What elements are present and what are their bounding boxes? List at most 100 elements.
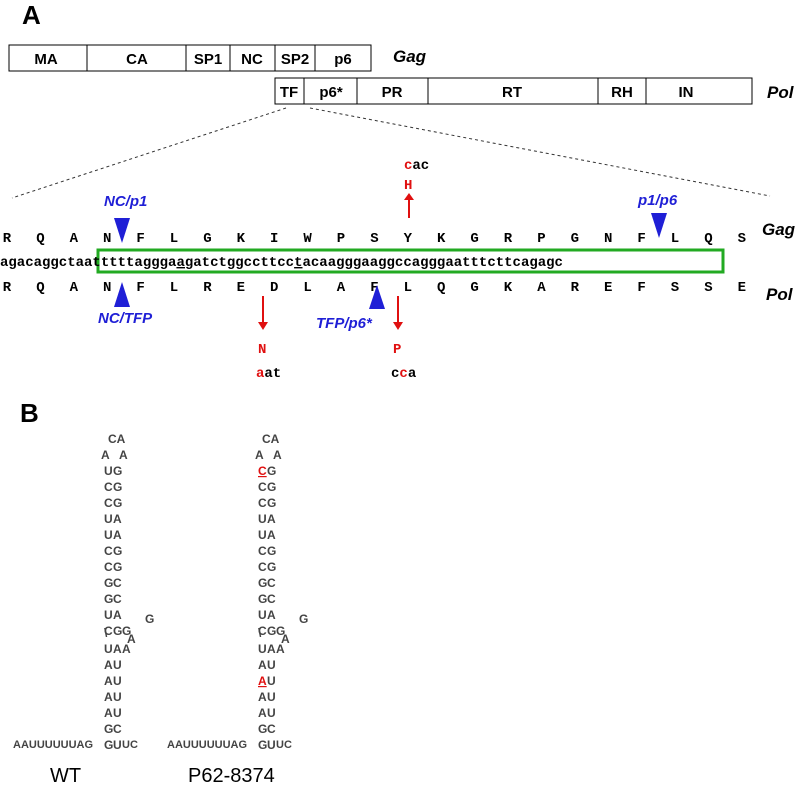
nc-p1-label: NC/p1 — [104, 193, 147, 210]
pol-aa-5: L — [170, 280, 178, 296]
bulge-a-1: A — [122, 642, 131, 656]
lower-right-4: U — [113, 706, 122, 720]
gag-aa-21: Q — [704, 231, 712, 247]
stem-left-6: C — [258, 560, 267, 574]
lower-left-0: U — [104, 642, 113, 656]
lower-left-5: G — [258, 722, 267, 736]
bulge-a-1: A — [276, 642, 285, 656]
bulge-a-2: A — [127, 632, 136, 646]
aa-n: N — [258, 342, 266, 358]
gag-aa-18: N — [604, 231, 612, 247]
loop-right: A — [119, 448, 128, 462]
lower-left-5: G — [104, 722, 113, 736]
pol-domain-pr: PR — [382, 84, 403, 101]
gag-aa-7: K — [237, 231, 246, 247]
stem-right-7: C — [267, 576, 276, 590]
nt-boxed-2-underlined: ag — [176, 255, 193, 271]
stem-left-5: C — [104, 544, 113, 558]
stem-left-9: U — [104, 608, 113, 622]
lower-right-2: U — [113, 674, 122, 688]
stem-left-4: U — [104, 528, 113, 542]
lower-left-4: A — [104, 706, 113, 720]
stem-right-0: G — [267, 464, 276, 478]
stem-right-3: A — [267, 512, 276, 526]
cleavage-markers: NC/p1 p1/p6 NC/TFP TFP/p6* — [98, 192, 678, 332]
pol-domain-in: IN — [679, 84, 694, 101]
loop-left: A — [101, 448, 110, 462]
tail-left: AAUUUUUUAG — [13, 739, 93, 751]
pol-aa-12: L — [404, 280, 412, 296]
bulge-g-out: G — [299, 612, 308, 626]
stem-left-2: C — [258, 496, 267, 510]
gag-bar — [8, 44, 372, 72]
gag-aa-2: A — [70, 231, 79, 247]
gag-aa-3: N — [103, 231, 111, 247]
aa-p: P — [393, 342, 401, 358]
stem-left-5: C — [258, 544, 267, 558]
panel-a-label: A — [22, 0, 41, 30]
stem-right-1: G — [267, 480, 276, 494]
codon-cac-rest: ac — [412, 158, 429, 174]
codon-cca-2-red: c — [399, 366, 407, 382]
zoom-lines — [11, 107, 771, 199]
codon-cca-1: c — [391, 366, 399, 382]
gag-aa-0: R — [3, 231, 12, 247]
gag-aa-15: R — [504, 231, 513, 247]
gag-aa-11: S — [370, 231, 378, 247]
lower-right-4: U — [267, 706, 276, 720]
nc-tfp-label: NC/TFP — [98, 310, 153, 327]
lower-left-4: A — [258, 706, 267, 720]
stem-right-5: G — [267, 544, 276, 558]
lower-left-3: A — [104, 690, 113, 704]
bulge-g-out: G — [145, 612, 154, 626]
lower-right-3: U — [113, 690, 122, 704]
slippery-region-box — [96, 248, 725, 274]
stem-left-2: C — [104, 496, 113, 510]
stem-right-10: G — [113, 624, 122, 638]
stem-left-0: U — [104, 464, 113, 478]
gag-aa-8: I — [270, 231, 278, 247]
loop-left: A — [255, 448, 264, 462]
nt-boxed-4: tctggccttcc — [202, 255, 294, 271]
gag-aa-14: G — [470, 231, 478, 247]
gag-domain-nc: NC — [241, 51, 263, 68]
p1-p6-label: p1/p6 — [637, 192, 678, 209]
stem-left-1: C — [258, 480, 267, 494]
stem-left-1: C — [104, 480, 113, 494]
nt-boxed-3: a — [193, 255, 202, 271]
stem-right-9: A — [113, 608, 122, 622]
lower-left-0: U — [258, 642, 267, 656]
lower-right-1: U — [113, 658, 122, 672]
lower-right-3: U — [267, 690, 276, 704]
gag-aa-6: G — [203, 231, 211, 247]
pol-aa-13: Q — [437, 280, 445, 296]
gag-aa-1: Q — [36, 231, 44, 247]
lower-right-0: A — [267, 642, 276, 656]
stem-left-8: G — [104, 592, 113, 606]
pol-domain-rh: RH — [611, 84, 633, 101]
gag-aa-17: G — [571, 231, 579, 247]
gag-domain-p6: p6 — [334, 51, 352, 68]
codon-aat-red: a — [256, 366, 265, 382]
gag-aa-10: P — [337, 231, 345, 247]
stem-right-5: G — [113, 544, 122, 558]
stem-left-3: U — [104, 512, 113, 526]
pol-aa-0: R — [3, 280, 12, 296]
gag-aa-9: W — [303, 231, 312, 247]
stem-right-0: G — [113, 464, 122, 478]
gag-aa-label: Gag — [762, 220, 796, 239]
mutation-p: P cca — [391, 296, 417, 382]
stem-right-9: A — [267, 608, 276, 622]
mutation-h: cac H — [404, 158, 429, 218]
pol-aa-7: E — [237, 280, 245, 296]
gag-label: Gag — [393, 47, 427, 66]
codon-cca-3: a — [408, 366, 417, 382]
pol-aa-14: G — [470, 280, 478, 296]
p1-p6-arrowhead — [651, 213, 667, 238]
lower-right-2: U — [267, 674, 276, 688]
stem-right-1: G — [113, 480, 122, 494]
stem-right-10: G — [267, 624, 276, 638]
stem-left-10: C — [104, 624, 113, 638]
